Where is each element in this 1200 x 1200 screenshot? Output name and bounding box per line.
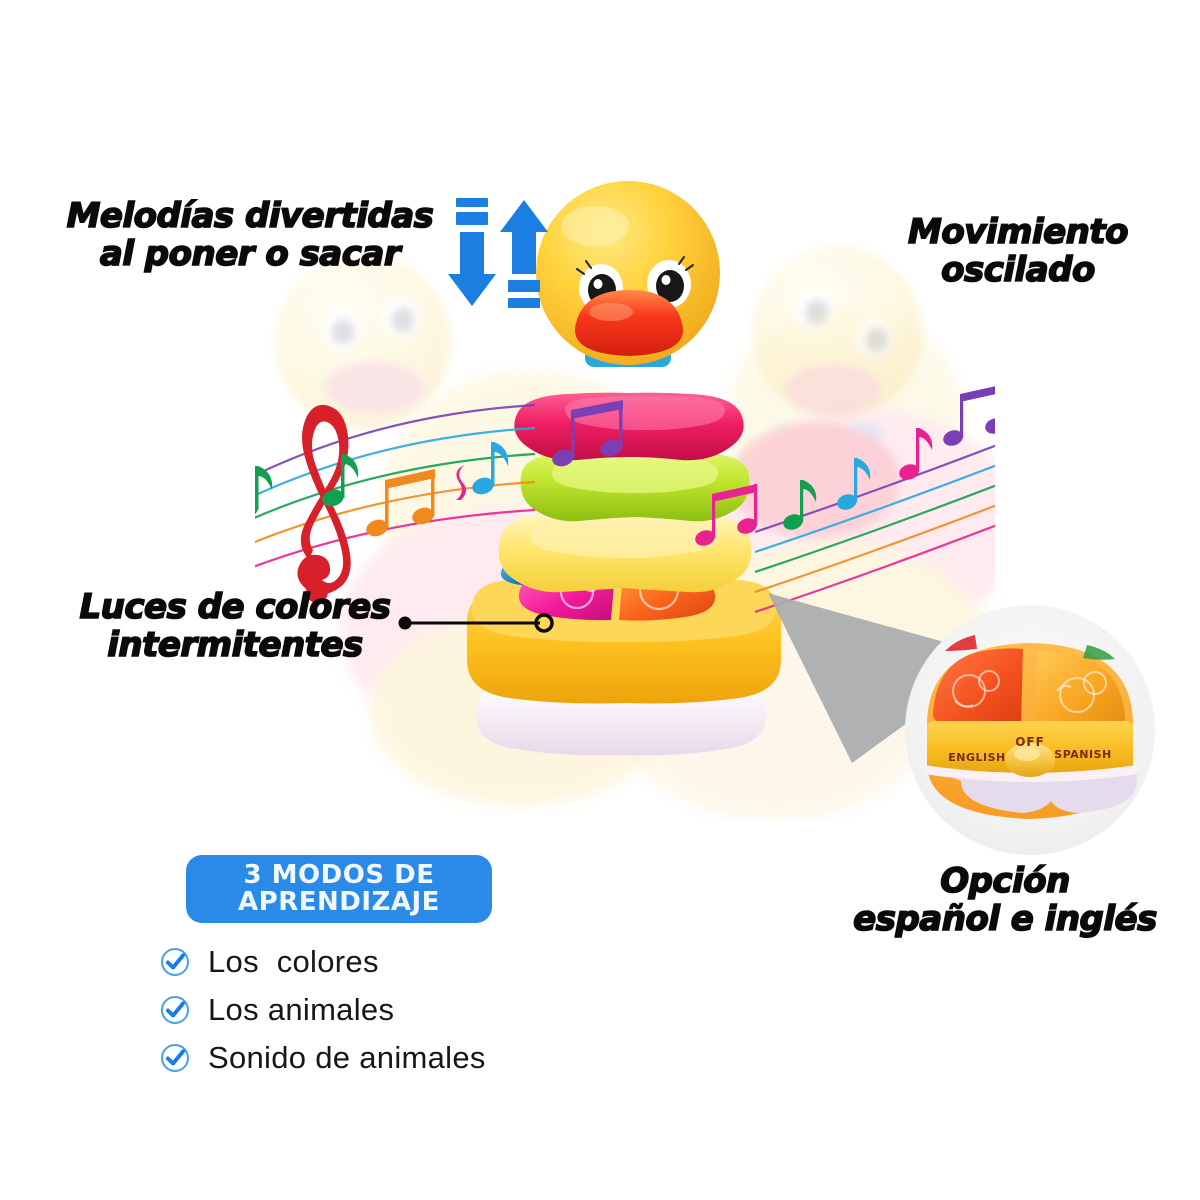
language-switch-closeup: OFF ENGLISH SPANISH (905, 605, 1155, 855)
duck-beak (574, 290, 684, 356)
list-item: Los colores (160, 938, 630, 986)
caption-lights: Luces de colores intermitentes (79, 587, 392, 666)
badge-line-2: APRENDIZAJE (238, 887, 440, 917)
duck-head (536, 181, 720, 365)
check-circle-icon (160, 947, 190, 977)
toy-foot (475, 685, 767, 756)
learning-modes-badge: 3 MODOS DE APRENDIZAJE (186, 855, 492, 923)
motion-ghost-duck-right (730, 246, 923, 538)
arrow-up-icon (500, 200, 548, 308)
caption-melodies: Melodías divertidas al poner o sacar (66, 196, 435, 275)
product-photo (255, 180, 995, 820)
music-notes-right (695, 386, 995, 546)
caption-movement: Movimiento oscilado (907, 212, 1129, 291)
switch-label-off: OFF (1015, 735, 1045, 749)
stack-ring-yellow (498, 513, 752, 593)
stack-ring-green (520, 450, 750, 522)
red-button-panel (932, 648, 1023, 729)
list-item-label: Los animales (208, 992, 395, 1027)
music-notes-left (255, 400, 623, 537)
motion-ghost-duck-left (275, 254, 451, 430)
treble-clef-icon (297, 404, 351, 603)
eyelashes (576, 256, 694, 275)
list-item-label: Los colores (208, 944, 379, 979)
magnifier-cone (760, 565, 1020, 765)
orange-button-panel (1035, 650, 1126, 734)
stack-ring-pink (514, 392, 744, 461)
switch-label-spanish: SPANISH (1054, 748, 1111, 761)
switch-label-english: ENGLISH (948, 751, 1005, 764)
oscillating-motion-arrows (444, 196, 552, 310)
check-circle-icon (160, 995, 190, 1025)
list-item-label: Sonido de animales (208, 1040, 486, 1075)
caption-language-option: Opción español e inglés (852, 861, 1158, 940)
lights-callout-line (398, 612, 558, 634)
check-circle-icon (160, 1043, 190, 1073)
feature-checklist: Los colores Los animales Sonido de anima… (160, 938, 630, 1082)
list-item: Los animales (160, 986, 630, 1034)
badge-line-1: 3 MODOS DE (243, 860, 435, 891)
arrow-down-icon (448, 198, 496, 306)
list-item: Sonido de animales (160, 1034, 630, 1082)
